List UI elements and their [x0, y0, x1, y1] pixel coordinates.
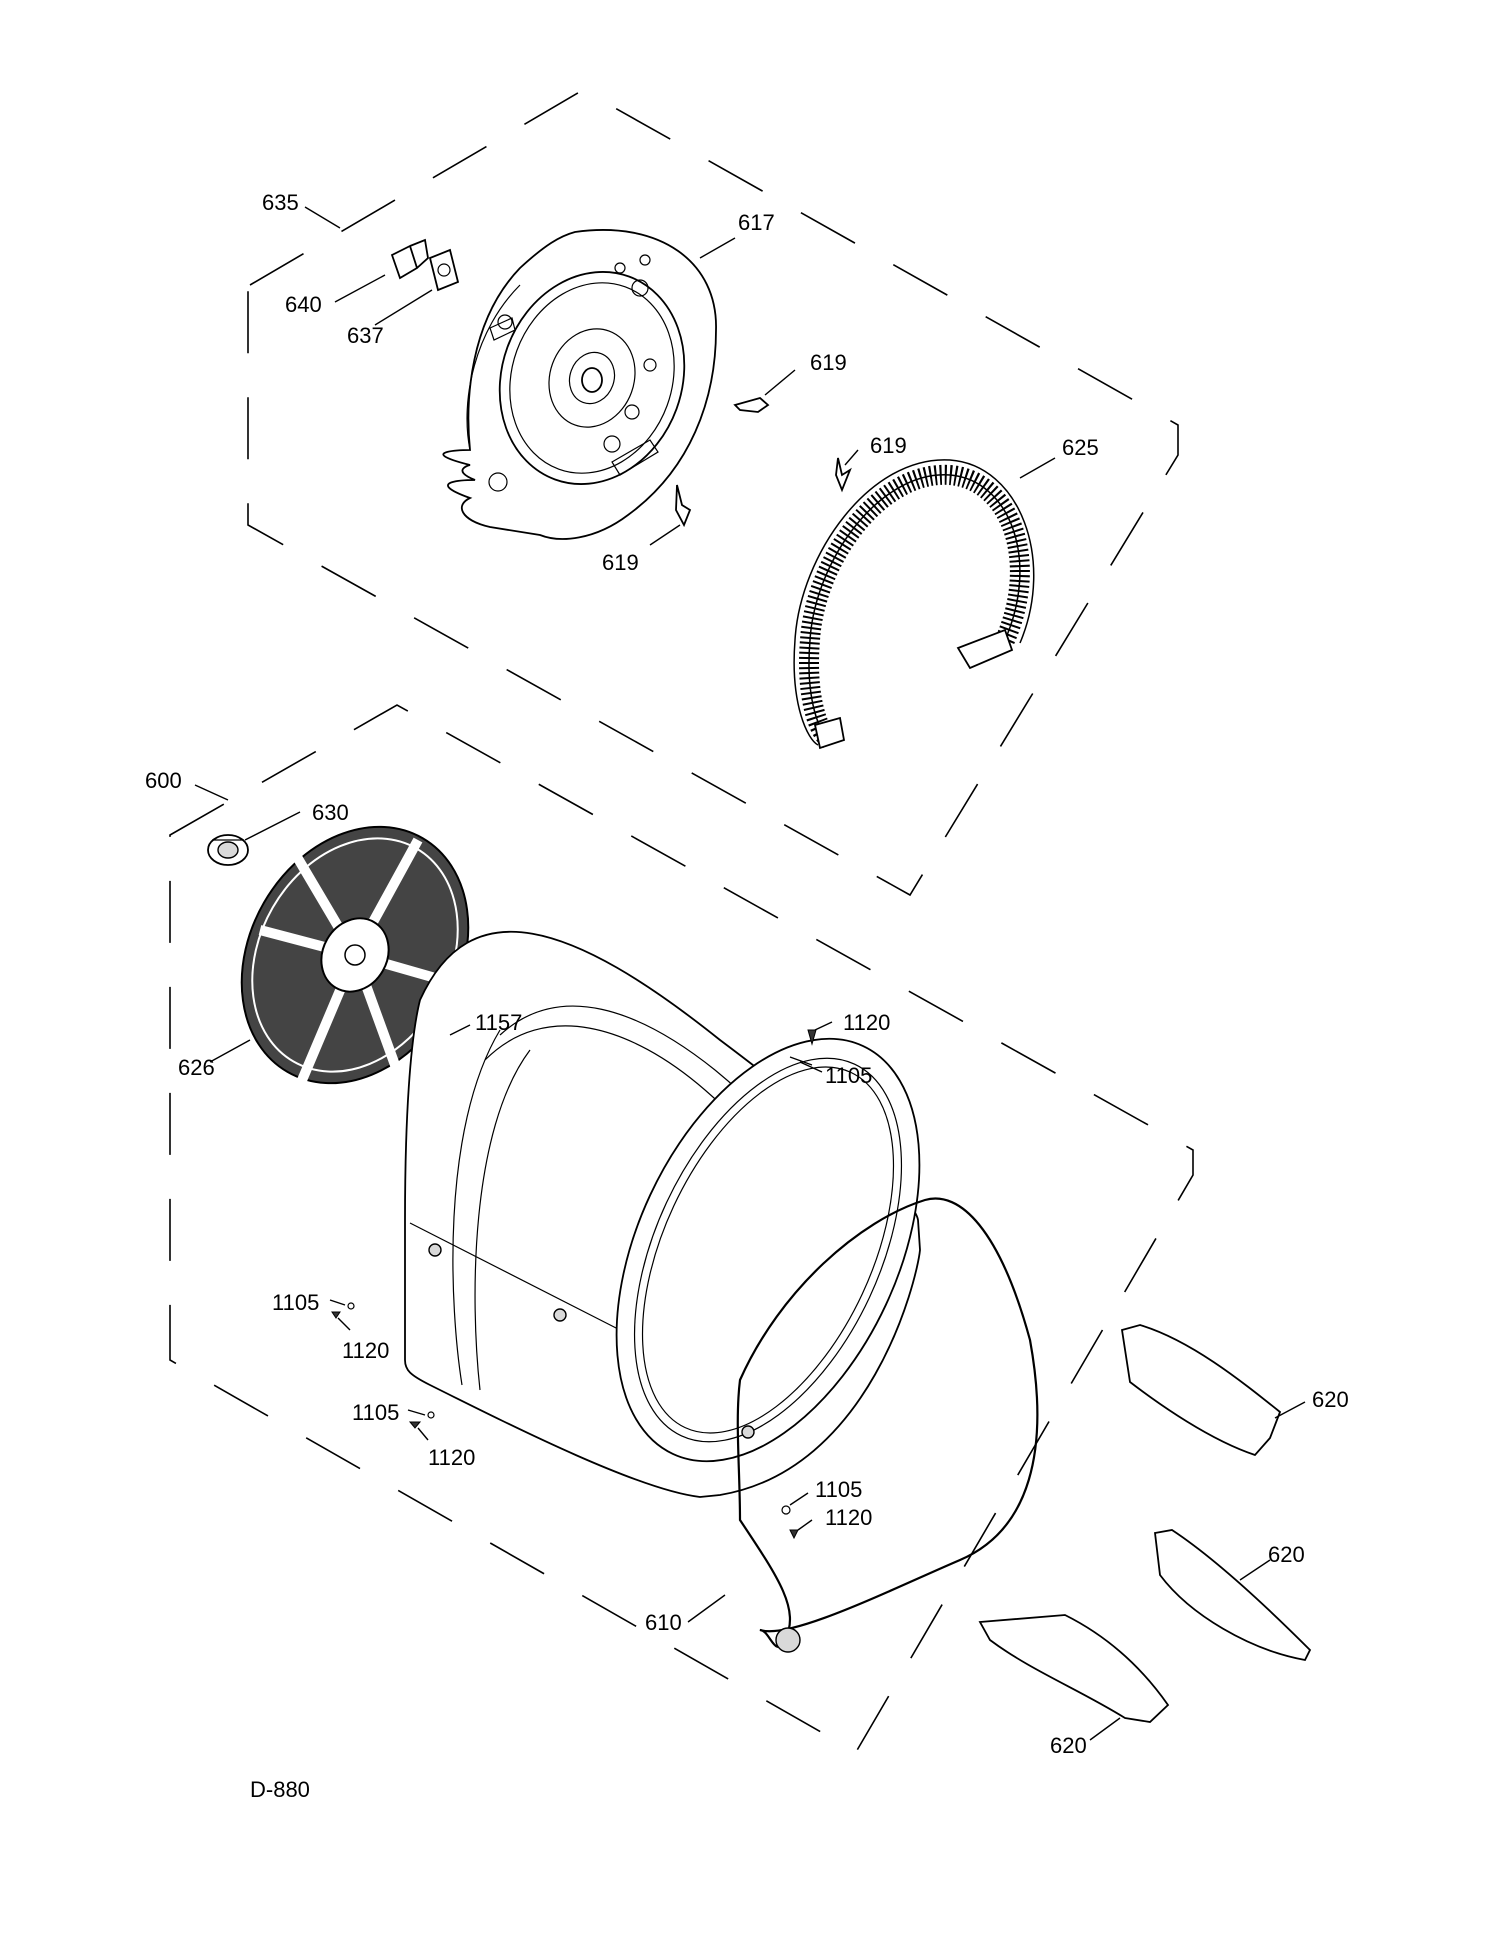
assembly-600-outline [169, 704, 1194, 1754]
drum-screw-hole [741, 1425, 755, 1439]
heater-element-625 [793, 459, 1035, 750]
callout-619-lower: 619 [602, 550, 639, 575]
callout-635: 635 [262, 190, 299, 215]
seal-grommet [775, 1627, 801, 1653]
bearing-630 [207, 834, 249, 866]
callout-1105-left-upper: 1105 [272, 1290, 319, 1315]
callout-619-middle: 619 [870, 433, 907, 458]
fasteners [331, 1029, 817, 1540]
drum-rear-panel-626 [240, 825, 470, 1087]
callout-1120-left-lower: 1120 [428, 1445, 475, 1470]
callout-1105-right: 1105 [815, 1477, 862, 1502]
callout-619-top: 619 [810, 350, 847, 375]
callout-620-upper: 620 [1312, 1387, 1349, 1412]
callout-640: 640 [285, 292, 322, 317]
callout-1120-left-upper: 1120 [342, 1338, 389, 1363]
callout-630: 630 [312, 800, 349, 825]
callout-620-middle: 620 [1268, 1542, 1305, 1567]
callout-610: 610 [645, 1610, 682, 1635]
rear-bulkhead-617 [442, 229, 717, 540]
clip-619-lower [675, 484, 692, 528]
front-seal [736, 1197, 1039, 1648]
callout-637: 637 [347, 323, 384, 348]
callout-1120-top: 1120 [843, 1010, 890, 1035]
callout-600: 600 [145, 768, 182, 793]
assembly-635-outline [247, 89, 1179, 897]
clip-619-middle [835, 457, 852, 493]
drawing-id: D-880 [250, 1777, 310, 1802]
baffle-620-middle [1154, 1529, 1312, 1662]
baffle-620-lower [978, 1614, 1170, 1723]
drum-610 [404, 930, 921, 1498]
callout-625: 625 [1062, 435, 1099, 460]
callout-1105-left-lower: 1105 [352, 1400, 399, 1425]
callout-617: 617 [738, 210, 775, 235]
callout-1120-right: 1120 [825, 1505, 872, 1530]
callout-1105-top: 1105 [825, 1063, 872, 1088]
plate-637 [428, 248, 460, 292]
callout-1157: 1157 [475, 1010, 522, 1035]
callout-620-lower: 620 [1050, 1733, 1087, 1758]
leader-lines [194, 206, 1306, 1741]
callout-626: 626 [178, 1055, 215, 1080]
baffle-620-upper [1120, 1324, 1282, 1457]
clip-619-top [733, 397, 770, 413]
bracket-640 [390, 238, 429, 280]
